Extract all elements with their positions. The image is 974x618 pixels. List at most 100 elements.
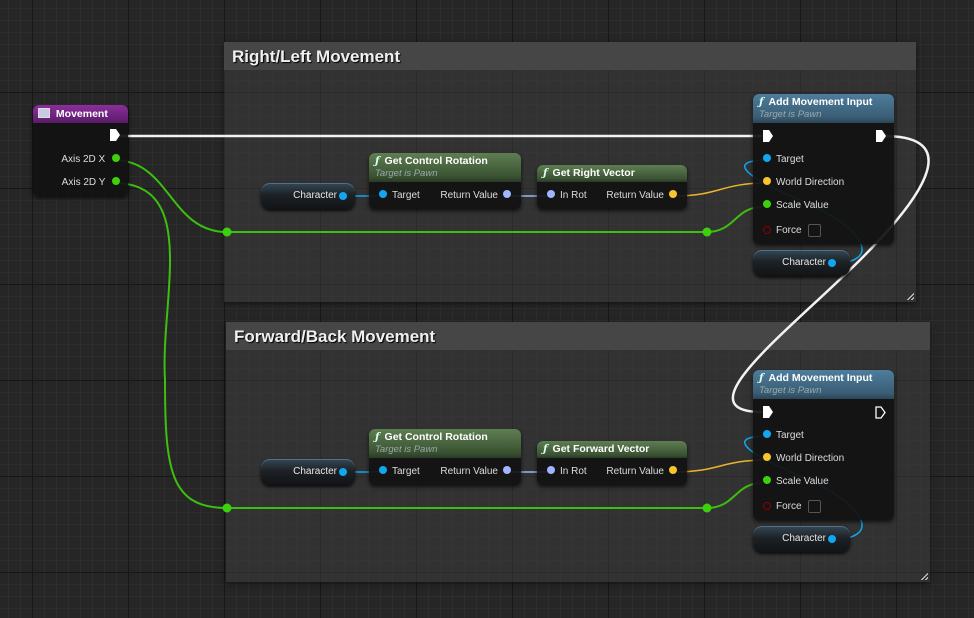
pin-label: Target: [392, 190, 420, 201]
pin-axis-2d-y[interactable]: Axis 2D Y: [62, 176, 120, 190]
function-icon: ƒ: [375, 431, 380, 443]
exec-out-pin[interactable]: [875, 406, 886, 420]
return-value-pin[interactable]: Return Value: [606, 465, 677, 479]
vector-pin-icon[interactable]: [669, 466, 677, 475]
comment-title[interactable]: Forward/Back Movement: [226, 322, 930, 350]
target-pin[interactable]: Target: [763, 153, 804, 167]
object-pin-icon[interactable]: [339, 192, 347, 200]
node-title: Get Forward Vector: [552, 443, 650, 455]
exec-pin-icon[interactable]: [875, 406, 886, 419]
pin-label: Return Value: [606, 190, 664, 201]
object-pin-icon[interactable]: [339, 468, 347, 476]
node-title: Add Movement Input: [768, 372, 873, 384]
in-rot-pin[interactable]: In Rot: [547, 465, 587, 479]
target-pin[interactable]: Target: [379, 465, 420, 479]
pin-label: Scale Value: [776, 200, 829, 211]
pin-label: Return Value: [440, 466, 498, 477]
force-pin[interactable]: Force: [763, 500, 821, 514]
pin-label: World Direction: [776, 453, 845, 464]
pin-label: Force: [776, 225, 802, 237]
bool-pin-icon[interactable]: [763, 501, 771, 510]
return-value-pin[interactable]: Return Value: [606, 189, 677, 203]
pin-label: Return Value: [440, 190, 498, 201]
vector-pin-icon[interactable]: [763, 453, 771, 462]
node-title: Get Control Rotation: [384, 431, 488, 443]
rotator-pin-icon[interactable]: [503, 190, 511, 199]
add-movement-input-node[interactable]: ƒ Add Movement Input Target is Pawn Targe…: [753, 370, 894, 520]
rotator-pin-icon[interactable]: [547, 466, 555, 475]
vector-pin-icon[interactable]: [763, 177, 771, 186]
return-value-pin[interactable]: Return Value: [440, 465, 511, 479]
function-icon: ƒ: [759, 372, 764, 384]
exec-in-pin[interactable]: [763, 130, 773, 144]
node-title: Get Control Rotation: [384, 155, 488, 167]
comment-title[interactable]: Right/Left Movement: [224, 42, 916, 70]
world-direction-pin[interactable]: World Direction: [763, 452, 844, 466]
resize-handle[interactable]: [904, 290, 914, 300]
pin-label: Force: [776, 501, 802, 513]
node-title: Add Movement Input: [768, 96, 873, 108]
pin-label: In Rot: [560, 190, 587, 201]
float-pin-icon[interactable]: [112, 154, 120, 163]
variable-label: Character: [782, 533, 826, 544]
float-pin-icon[interactable]: [112, 177, 120, 186]
vector-pin-icon[interactable]: [669, 190, 677, 199]
scale-value-pin[interactable]: Scale Value: [763, 475, 829, 489]
world-direction-pin[interactable]: World Direction: [763, 176, 844, 190]
object-pin-icon[interactable]: [828, 259, 836, 267]
scale-value-pin[interactable]: Scale Value: [763, 199, 829, 213]
exec-pin-icon[interactable]: [763, 406, 773, 418]
exec-in-pin[interactable]: [763, 406, 773, 420]
exec-out-pin[interactable]: [876, 130, 886, 144]
exec-pin-icon[interactable]: [763, 130, 773, 142]
event-node-movement[interactable]: Movement Axis 2D X Axis 2D Y: [33, 105, 128, 196]
variable-label: Character: [782, 257, 826, 268]
object-pin-icon[interactable]: [379, 190, 387, 199]
node-subtitle: Target is Pawn: [759, 385, 822, 396]
variable-label: Character: [293, 190, 337, 201]
return-value-pin[interactable]: Return Value: [440, 189, 511, 203]
float-pin-icon[interactable]: [763, 476, 771, 485]
resize-handle[interactable]: [918, 570, 928, 580]
rotator-pin-icon[interactable]: [547, 190, 555, 199]
force-checkbox[interactable]: [807, 500, 821, 513]
float-pin-icon[interactable]: [763, 200, 771, 209]
character-variable-node[interactable]: Character: [261, 459, 355, 485]
character-variable-node[interactable]: Character: [261, 183, 355, 209]
character-variable-node[interactable]: Character: [753, 250, 850, 276]
rotator-pin-icon[interactable]: [503, 466, 511, 475]
in-rot-pin[interactable]: In Rot: [547, 189, 587, 203]
pin-label: Target: [392, 466, 420, 477]
function-icon: ƒ: [543, 167, 548, 179]
function-icon: ƒ: [375, 155, 380, 167]
pin-axis-2d-x[interactable]: Axis 2D X: [61, 153, 120, 167]
exec-out-pin[interactable]: [110, 129, 120, 143]
node-title: Movement: [55, 108, 108, 120]
target-pin[interactable]: Target: [763, 429, 804, 443]
pin-label: In Rot: [560, 466, 587, 477]
object-pin-icon[interactable]: [379, 466, 387, 475]
force-pin[interactable]: Force: [763, 224, 821, 238]
character-variable-node[interactable]: Character: [753, 526, 850, 552]
function-icon: ƒ: [759, 96, 764, 108]
target-pin[interactable]: Target: [379, 189, 420, 203]
force-checkbox[interactable]: [807, 224, 821, 237]
pin-label: Target: [776, 154, 804, 165]
exec-pin-icon[interactable]: [876, 130, 886, 142]
exec-pin-icon[interactable]: [110, 129, 120, 141]
object-pin-icon[interactable]: [828, 535, 836, 543]
bool-pin-icon[interactable]: [763, 225, 771, 234]
pin-label: Return Value: [606, 466, 664, 477]
node-header: ƒ Add Movement Input Target is Pawn: [753, 370, 894, 399]
object-pin-icon[interactable]: [763, 430, 771, 439]
object-pin-icon[interactable]: [763, 154, 771, 163]
